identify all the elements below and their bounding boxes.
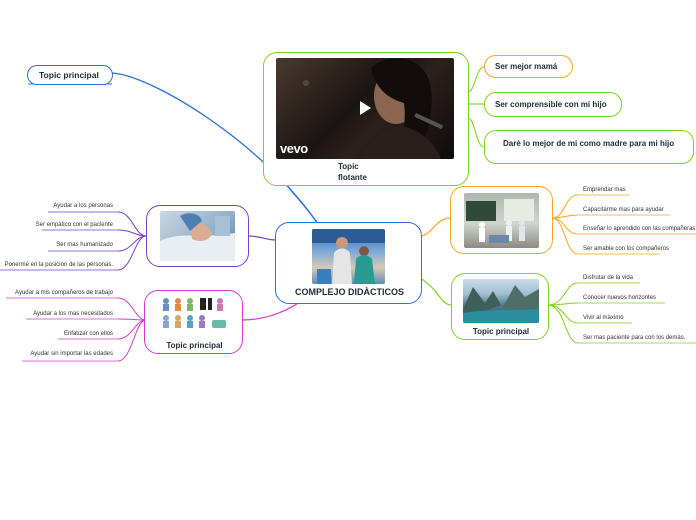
right-upper-node[interactable] (450, 186, 553, 254)
left-lower-node[interactable]: Topic principal (144, 290, 243, 354)
link-right-lower (419, 277, 453, 306)
link-right-lower-leaf-4 (547, 304, 579, 344)
video-child-2-label: Ser comprensible con mi hijo (495, 100, 607, 109)
video-child-1-label: Ser mejor mamá (495, 62, 558, 71)
play-icon[interactable] (360, 101, 371, 115)
classroom-image (464, 193, 539, 248)
right-lower-leaf-2: Conocer nuevos horizontes (583, 295, 657, 301)
video-child-2[interactable]: Ser comprensible con mi hijo (484, 92, 622, 117)
link-video-child-3 (467, 117, 485, 148)
right-lower-node-label: Topic principal (472, 327, 530, 336)
left-upper-leaf-1: Ayudar a los personas (53, 203, 113, 209)
link-right-upper-leaf-4 (551, 217, 579, 255)
left-upper-leaf-4: Ponerme en la posiciòn de las personas. (4, 262, 113, 268)
topic-top-left[interactable]: Topic principal (27, 65, 113, 85)
link-left-upper (247, 235, 277, 241)
left-lower-leaf-1: Ayudar a mis compañeros de trabajo (15, 290, 113, 296)
landscape-image (463, 279, 539, 323)
central-image (312, 229, 385, 284)
left-upper-leaf-2: Ser empàtico con el paciente (35, 222, 113, 228)
link-left-upper-leaf-4 (117, 235, 147, 271)
video-child-3-label: Darè lo mejor de mi como madre para mi h… (503, 139, 675, 148)
right-upper-leaf-4: Ser amable con los compañeros (583, 246, 670, 252)
left-lower-leaf-2: Ayudar a los mas necesitados (33, 311, 113, 317)
link-right-upper-leaf-1 (551, 194, 579, 219)
link-video-node (284, 181, 319, 225)
link-video-child-1 (467, 66, 485, 93)
singer-silhouette (303, 58, 444, 159)
patient-care-image (160, 211, 235, 261)
link-right-upper-leaf-2 (551, 214, 579, 219)
link-right-upper-leaf-3 (551, 217, 579, 235)
right-upper-leaf-3: Enseñar lo aprendido con las compañeras. (583, 226, 696, 232)
left-upper-node[interactable] (146, 205, 249, 267)
video-child-3[interactable]: Darè lo mejor de mi como madre para mi h… (484, 130, 694, 164)
right-upper-leaf-2: Capacitarme mas para ayudar (583, 207, 664, 213)
left-lower-leaf-3: Enfatizar con ellos (63, 331, 113, 337)
left-lower-leaf-4: Ayudar sin importar las edades (30, 351, 113, 357)
right-lower-leaf-4: Ser mas paciente para con los demàs. (583, 335, 686, 341)
right-lower-node[interactable]: Topic principal (451, 273, 549, 340)
left-lower-node-label: Topic principal (166, 341, 223, 350)
link-left-lower-leaf-1 (117, 297, 147, 321)
link-left-lower (241, 301, 301, 321)
vevo-logo: vevo (280, 141, 308, 156)
video-child-1[interactable]: Ser mejor mamá (484, 55, 573, 78)
link-right-upper (419, 217, 452, 237)
central-topic[interactable]: COMPLEJO DIDÀCTICOS (275, 222, 422, 304)
right-lower-leaf-3: Vivir al màximo (583, 315, 624, 321)
right-lower-leaf-1: Disfrutar de la vida (583, 275, 634, 281)
link-right-lower-leaf-1 (547, 282, 579, 306)
link-left-upper-leaf-1 (117, 211, 147, 237)
central-topic-label: COMPLEJO DIDÀCTICOS (294, 287, 404, 297)
video-topic-caption: Topic flotante (338, 162, 367, 182)
left-upper-leaf-3: Ser mas humanizado (56, 242, 113, 248)
topic-top-left-label: Topic principal (39, 70, 99, 80)
link-left-upper-leaf-2 (117, 229, 147, 237)
helping-people-image (160, 296, 230, 334)
video-topic-node[interactable]: vevo Topic flotante (263, 52, 469, 186)
right-upper-leaf-1: Emprendar mas (583, 187, 626, 193)
link-left-lower-leaf-4 (117, 319, 147, 362)
